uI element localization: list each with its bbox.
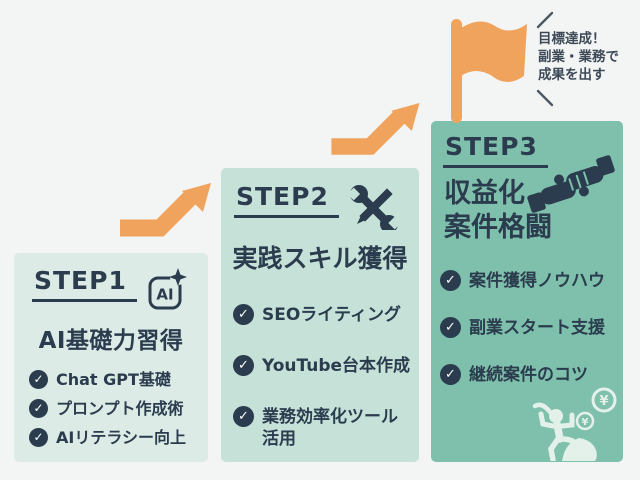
step3-title-line1: 収益化 — [444, 178, 525, 209]
step2-label: STEP2 — [234, 184, 339, 218]
step1-label: STEP1 — [32, 268, 137, 302]
item-text: プロンプト作成術 — [56, 399, 184, 418]
check-icon: ✓ — [233, 304, 254, 325]
ai-badge-text: AI — [156, 286, 173, 304]
check-icon: ✓ — [440, 364, 461, 385]
check-icon: ✓ — [29, 428, 48, 447]
step3-header: STEP3 — [431, 121, 623, 168]
checklist-item: ✓ プロンプト作成術 — [29, 399, 208, 418]
checklist-item: ✓ 継続案件のコツ — [440, 364, 623, 386]
yen-coin-symbol: ¥ — [599, 394, 608, 409]
checklist-item: ✓ 案件獲得ノウハウ — [440, 270, 623, 292]
climbing-person-icon: ¥ ¥ — [532, 387, 617, 461]
step2-checklist: ✓ SEOライティング ✓ YouTube台本作成 ✓ 業務効率化ツール活用 — [233, 304, 419, 450]
item-text: SEOライティング — [262, 305, 401, 325]
ai-badge-icon: AI — [148, 268, 187, 310]
goal-callout-text: 目標達成！ 副業・業務で 成果を出す — [538, 30, 619, 84]
check-icon: ✓ — [440, 317, 461, 338]
check-icon: ✓ — [233, 355, 254, 376]
step3-checklist: ✓ 案件獲得ノウハウ ✓ 副業スタート支援 ✓ 継続案件のコツ — [440, 270, 623, 386]
step3-title-line2: 案件格闘 — [444, 212, 552, 243]
item-text: 副業スタート支援 — [469, 318, 605, 338]
goal-flag-icon — [451, 19, 527, 123]
step3-label: STEP3 — [443, 134, 548, 168]
callout-line: 成果を出す — [538, 67, 606, 83]
step1-box: STEP1 AI AI基礎力習得 ✓ Chat GPT基礎 ✓ プロンプト作成術… — [14, 253, 208, 462]
step3-title: 収益化 案件格闘 — [444, 177, 623, 245]
checklist-item: ✓ YouTube台本作成 — [233, 355, 419, 377]
check-icon: ✓ — [233, 406, 254, 427]
item-text: 業務効率化ツール活用 — [262, 407, 398, 449]
backslash-mark — [536, 89, 554, 107]
item-text: 案件獲得ノウハウ — [469, 271, 605, 291]
step1-title: AI基礎力習得 — [38, 328, 184, 354]
up-arrow-icon — [120, 183, 211, 237]
goal-callout: 目標達成！ 副業・業務で 成果を出す — [536, 11, 640, 111]
callout-line: 目標達成！ — [538, 31, 606, 47]
item-text: 継続案件のコツ — [469, 365, 588, 385]
checklist-item: ✓ 副業スタート支援 — [440, 317, 623, 339]
check-icon: ✓ — [29, 370, 48, 389]
checklist-item: ✓ SEOライティング — [233, 304, 419, 326]
step1-checklist: ✓ Chat GPT基礎 ✓ プロンプト作成術 ✓ AIリテラシー向上 — [29, 370, 208, 447]
checklist-item: ✓ AIリテラシー向上 — [29, 428, 208, 447]
step1-header: STEP1 AI — [14, 253, 208, 312]
checklist-item: ✓ 業務効率化ツール活用 — [233, 406, 419, 450]
wrench-pencil-icon — [348, 185, 399, 230]
slash-mark — [536, 11, 554, 29]
item-text: Chat GPT基礎 — [56, 370, 171, 389]
checklist-item: ✓ Chat GPT基礎 — [29, 370, 208, 389]
callout-line: 副業・業務で — [538, 49, 619, 65]
item-text: YouTube台本作成 — [262, 356, 411, 376]
yen-coin-symbol: ¥ — [582, 417, 589, 428]
item-text: AIリテラシー向上 — [56, 428, 187, 447]
handshake-icon — [527, 155, 615, 213]
up-arrow-icon — [331, 102, 420, 155]
step3-box: STEP3 収益化 案件格闘 ✓ 案件獲得ノウハウ — [431, 121, 623, 462]
step2-title: 実践スキル獲得 — [232, 244, 408, 273]
check-icon: ✓ — [440, 270, 461, 291]
step2-box: STEP2 実践スキル獲得 ✓ SEOライティング — [221, 168, 419, 462]
check-icon: ✓ — [29, 399, 48, 418]
step2-header: STEP2 — [221, 168, 419, 230]
